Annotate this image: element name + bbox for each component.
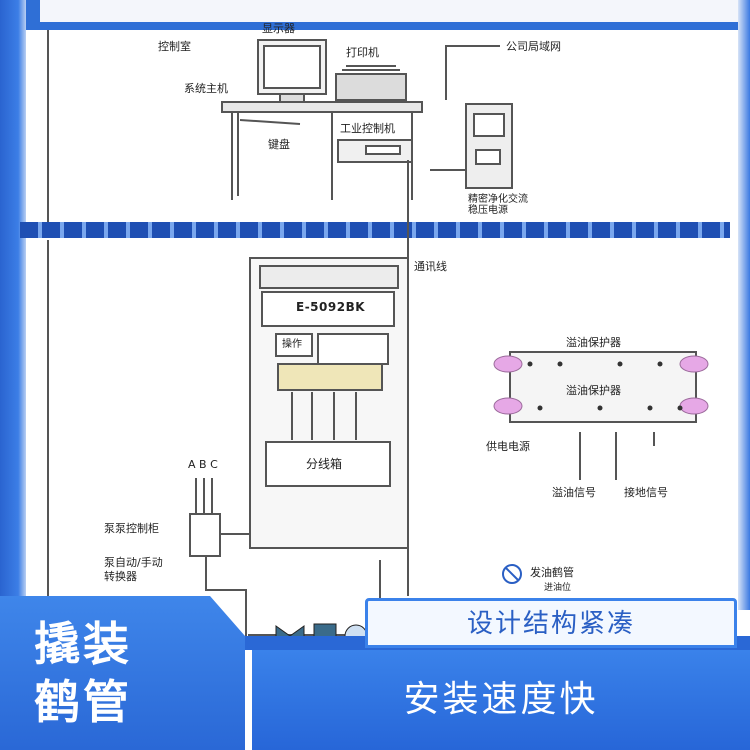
top-frame-inner [40,0,740,22]
label-overflow-2: 溢油保护器 [566,384,621,397]
label-host: 系统主机 [184,82,228,95]
monitor-screen [263,45,321,89]
printer-body [335,73,407,101]
cable-bundle [277,363,383,391]
label-ipc: 工业控制机 [340,122,395,135]
room-divider-bar [20,222,730,238]
lan-line [445,45,500,100]
label-pump-control: 泵泵控制柜 [104,522,159,535]
label-overflow-signal: 溢油信号 [552,486,596,499]
product-title-line2: 鹤管 [34,675,132,729]
label-control-room: 控制室 [158,40,191,53]
keyboard-line [239,119,301,125]
cabinet-screen [261,291,395,327]
device-model: E-5092BK [296,300,366,314]
label-phases: A B C [188,458,218,471]
monitor-stand [279,93,305,103]
overflow-protector [509,351,697,423]
label-pump-auto-manual: 泵自动/手动 [104,556,163,569]
label-printer: 打印机 [346,46,379,59]
banner-left-panel [0,596,245,750]
pump-control-box [189,513,221,557]
label-junction-box: 分线箱 [306,457,343,471]
label-loading-arm: 发油鹤管 [530,566,574,579]
feature-compact-design: 设计结构紧凑 [466,609,635,639]
banner-right-panel [252,650,750,750]
label-lan: 公司局域网 [506,40,561,53]
desk-top [221,101,423,113]
feature-tag-box [365,598,737,648]
label-keyboard: 键盘 [268,138,290,151]
connector-3 [679,355,709,373]
label-overflow-1: 溢油保护器 [566,336,621,349]
left-frame [0,0,26,610]
keypad [317,333,389,365]
label-ground-signal: 接地信号 [624,486,668,499]
connector-1 [493,355,523,373]
label-operate: 操作 [282,339,302,350]
operate-panel [275,333,313,357]
product-title-line1: 撬装 [34,617,132,671]
connector-2 [493,397,523,415]
right-frame [738,0,750,610]
junction-box [265,441,391,487]
feature-fast-install: 安装速度快 [403,679,599,720]
label-power-supply: 供电电源 [486,440,530,453]
label-display: 显示器 [262,22,295,35]
label-comm-line: 通讯线 [414,260,447,273]
label-switcher: 转换器 [104,570,137,583]
label-inlet: 进油位 [544,583,572,593]
label-psu: 精密净化交流稳压电源 [468,194,528,216]
connector-4 [679,397,709,415]
